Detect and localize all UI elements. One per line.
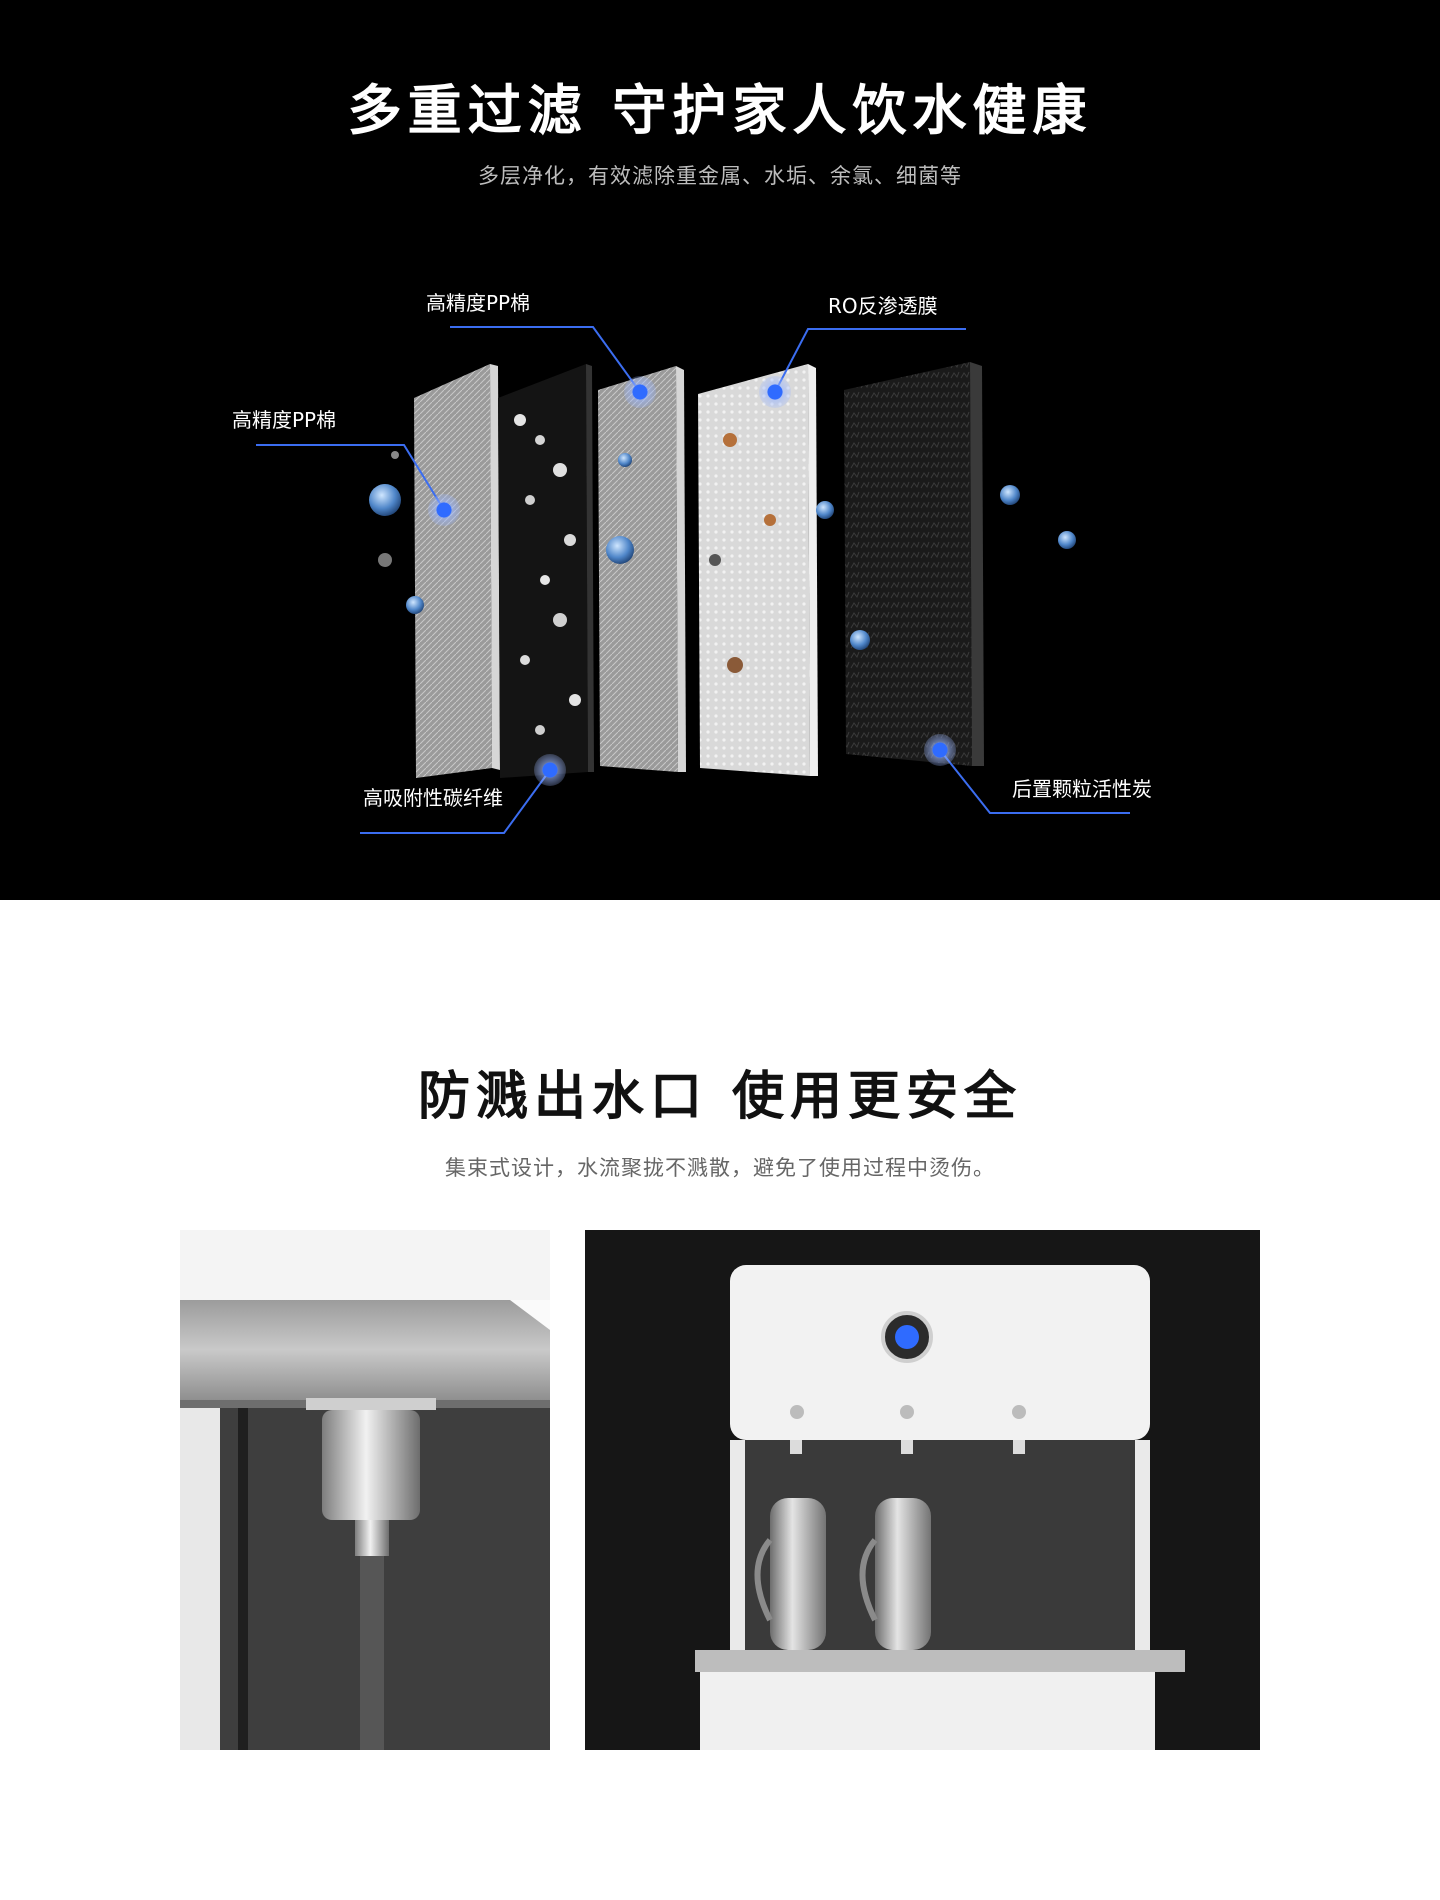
spout-subtitle: 集束式设计，水流聚拢不溅散，避免了使用过程中烫伤。 (445, 1156, 995, 1180)
impurity-particles (369, 414, 1076, 735)
filter-layer-pp-cotton-1 (414, 364, 500, 778)
filter-layers-illustration (256, 326, 1130, 834)
callout-label-activated-carbon: 后置颗粒活性炭 (1012, 777, 1152, 801)
filtration-section: 多重过滤 守护家人饮水健康 多层净化，有效滤除重金属、水垢、余氯、细菌等 (0, 0, 1440, 900)
filter-layer-ro-membrane (698, 364, 818, 776)
spout-closeup-photo (180, 1230, 550, 1750)
filter-layer-carbon-fiber (498, 364, 594, 778)
filtration-subtitle: 多层净化，有效滤除重金属、水垢、余氯、细菌等 (478, 164, 962, 188)
callout-label-ro-membrane: RO反渗透膜 (828, 294, 938, 318)
filter-layer-activated-carbon (844, 362, 984, 766)
water-dispenser-photo (585, 1230, 1260, 1750)
callout-label-pp-cotton-inner: 高精度PP棉 (426, 291, 531, 315)
callout-lines (256, 326, 1130, 834)
callout-label-pp-cotton-outer: 高精度PP棉 (232, 408, 337, 432)
filter-layer-pp-cotton-2 (598, 366, 686, 772)
filtration-title: 多重过滤 守护家人饮水健康 (347, 79, 1093, 142)
spout-title: 防溅出水口 使用更安全 (417, 1067, 1023, 1127)
callout-label-carbon-fiber: 高吸附性碳纤维 (363, 786, 503, 810)
callout-dots (428, 376, 956, 786)
